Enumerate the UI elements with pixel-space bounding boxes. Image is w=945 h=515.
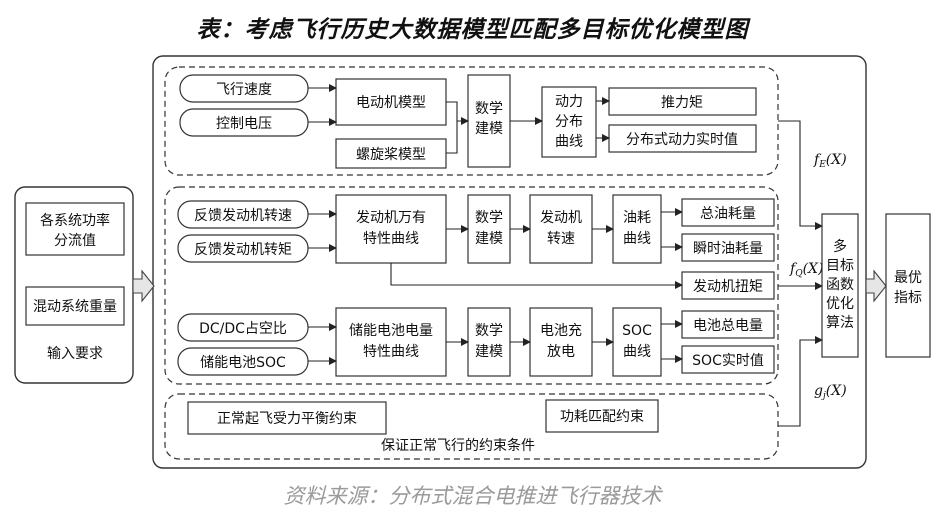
g3-math-model (467, 307, 511, 377)
g2-engine-curve-line1: 发动机万有 (356, 210, 426, 226)
g1-output-thrust-label: 推力矩 (661, 95, 703, 111)
constraint-balance (187, 401, 387, 435)
g1-output-realtime-label: 分布式动力实时值 (626, 132, 738, 148)
g3-soc-curve-line1: SOC (622, 323, 652, 339)
optimizer-box (821, 213, 859, 358)
g2-fuel-curve (612, 194, 662, 264)
g3-charge-line2: 放电 (547, 344, 575, 360)
g1-math-model-line1: 数学 (475, 101, 503, 117)
g1-power-curve-line3: 曲线 (555, 134, 583, 150)
g3-math-model-line2: 建模 (475, 344, 503, 360)
g2-engine-curve-line2: 特性曲线 (363, 231, 419, 247)
g3-output-soc-realtime-label: SOC实时值 (692, 353, 764, 369)
g2-fuel-curve-line2: 曲线 (623, 231, 651, 247)
g2-engine-speed (529, 194, 593, 264)
g3-battery-curve-line2: 特性曲线 (363, 344, 419, 360)
g3-battery-curve (335, 307, 447, 377)
constraints-conn-to-optimizer (778, 336, 823, 427)
g1-conn-to-optimizer (778, 120, 823, 230)
input-box-power-split (25, 202, 125, 256)
input-to-main-arrow (132, 269, 155, 303)
g1-motor-model-label: 电动机模型 (356, 95, 426, 111)
diagram-title: 表：考虑飞行历史大数据模型匹配多目标优化模型图 (196, 17, 749, 43)
input-power-split-line1: 各系统功率 (40, 212, 110, 229)
g1-conn-motor-math (446, 101, 469, 125)
g2-input-speed-label: 反馈发动机转速 (194, 208, 292, 224)
g2-math-model (467, 194, 511, 264)
constraint-power-label: 功耗匹配约束 (560, 409, 644, 425)
g2-engine-speed-line2: 转速 (547, 231, 575, 247)
g2-fuel-curve-line1: 油耗 (623, 210, 651, 226)
g3-input-soc-label: 储能电池SOC (200, 355, 286, 371)
g2-output-instant-fuel-label: 瞬时油耗量 (693, 241, 763, 257)
g1-power-curve-line1: 动力 (555, 94, 583, 110)
source-caption: 资料来源：分布式混合电推进飞行器技术 (283, 484, 662, 508)
constraint-power (545, 399, 659, 433)
g1-power-curve-line2: 分布 (555, 114, 583, 130)
g1-input-voltage-label: 控制电压 (216, 116, 272, 132)
constraints-func-label: gj(X) (814, 383, 847, 401)
g2-output-total-fuel-label: 总油耗量 (700, 206, 756, 222)
input-panel-label: 输入要求 (47, 346, 103, 362)
g3-output-total-charge-label: 电池总电量 (693, 318, 763, 334)
g3-battery-curve-line1: 储能电池电量 (349, 323, 433, 339)
g3-charge (529, 307, 593, 377)
optimizer-to-result-arrow (865, 269, 887, 303)
g3-input-dcdc-label: DC/DC占空比 (199, 321, 287, 337)
g2-output-torque-label: 发动机扭矩 (693, 279, 763, 295)
result-line1: 最优 (894, 270, 922, 286)
g1-input-speed-label: 飞行速度 (216, 82, 272, 98)
group1-dashed-frame (164, 66, 779, 176)
g1-math-model-line2: 建模 (475, 121, 503, 137)
optimizer-line4: 优化 (826, 296, 854, 312)
g2-func-label: fQ(X) (789, 261, 823, 279)
g1-func-label: fE(X) (813, 152, 847, 170)
optimizer-line3: 函数 (826, 277, 854, 293)
g2-engine-curve (335, 194, 447, 264)
result-line2: 指标 (894, 290, 922, 306)
g2-input-torque-label: 反馈发动机转矩 (194, 242, 292, 258)
main-panel (152, 55, 867, 469)
g3-soc-curve (612, 307, 662, 377)
g1-propeller-model-label: 螺旋桨模型 (356, 146, 426, 163)
constraint-balance-label: 正常起飞受力平衡约束 (217, 411, 357, 427)
g2-math-model-line2: 建模 (475, 231, 503, 247)
g3-math-model-line1: 数学 (475, 323, 503, 339)
input-power-split-line2: 分流值 (54, 233, 96, 249)
g2-conn-curve-torque (390, 263, 683, 289)
g1-conn-prop-math (446, 121, 458, 154)
g2-engine-speed-line1: 发动机 (540, 210, 582, 226)
g3-charge-line1: 电池充 (540, 323, 582, 339)
g2-math-model-line1: 数学 (475, 210, 503, 226)
result-box (885, 213, 931, 358)
input-box-weight (25, 286, 125, 326)
optimizer-line5: 算法 (826, 315, 854, 331)
optimizer-line2: 目标 (826, 258, 854, 274)
input-weight-label: 混动系统重量 (33, 299, 117, 315)
optimizer-line1: 多 (833, 238, 847, 255)
constraints-label: 保证正常飞行的约束条件 (381, 437, 535, 454)
g3-soc-curve-line2: 曲线 (623, 344, 651, 360)
